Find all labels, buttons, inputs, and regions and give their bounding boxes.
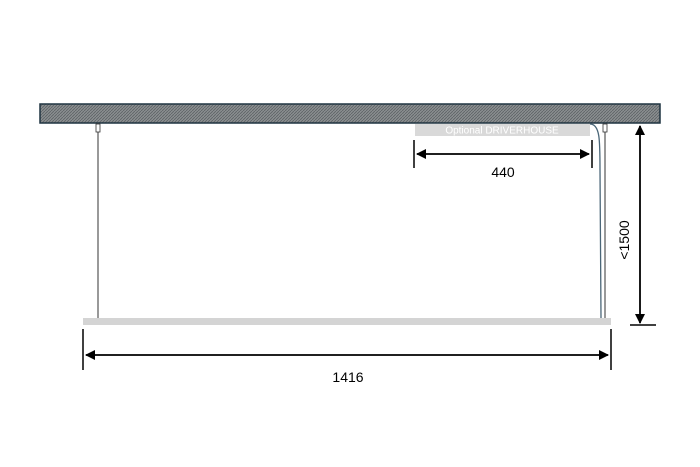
driverhouse-label: Optional DRIVERHOUSE bbox=[445, 126, 559, 137]
suspension-left bbox=[95, 123, 101, 318]
dimension-driverhouse-label: 440 bbox=[491, 164, 515, 180]
dimension-width-label: 1416 bbox=[332, 369, 363, 385]
dimension-height bbox=[630, 125, 656, 326]
dimension-width bbox=[82, 329, 612, 370]
ceiling bbox=[39, 103, 661, 124]
driverhouse: Optional DRIVERHOUSE bbox=[415, 124, 590, 137]
suspension-right bbox=[602, 123, 608, 318]
luminaire-fixture bbox=[83, 318, 611, 325]
power-cable bbox=[589, 123, 602, 319]
dimension-height-label: <1500 bbox=[616, 220, 632, 260]
dimension-driverhouse bbox=[413, 140, 593, 168]
